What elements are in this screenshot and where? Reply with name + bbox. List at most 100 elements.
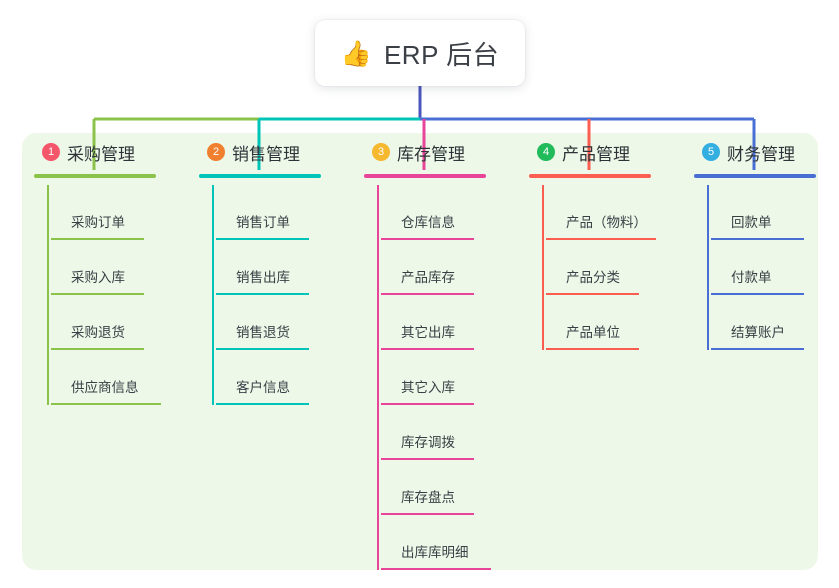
- branch-item-label: 供应商信息: [71, 380, 139, 395]
- branch-item-underline: [51, 293, 144, 295]
- branch-item-underline: [51, 348, 144, 350]
- branch-item-list: 销售订单销售出库销售退货客户信息: [195, 185, 360, 405]
- branch-item-underline: [51, 403, 161, 405]
- branch-item-underline: [381, 238, 474, 240]
- branch-title: 采购管理: [67, 144, 135, 164]
- branch-item-underline: [711, 348, 804, 350]
- branch-header-3[interactable]: 3 库存管理: [360, 133, 525, 178]
- branch-item-label: 回款单: [731, 215, 772, 230]
- branch-number-badge: 3: [372, 143, 390, 161]
- branch-item-underline: [546, 293, 639, 295]
- branch-item-underline: [51, 238, 144, 240]
- branch-item[interactable]: 产品（物料）: [546, 185, 690, 240]
- branch-title: 产品管理: [562, 144, 630, 164]
- branch-item-label: 销售出库: [236, 270, 290, 285]
- branch-header-underline: [529, 174, 651, 178]
- branch-number-badge: 2: [207, 143, 225, 161]
- branch-header-underline: [199, 174, 321, 178]
- branch-item[interactable]: 付款单: [711, 240, 839, 295]
- branch-item-label: 结算账户: [731, 325, 785, 340]
- branch-item[interactable]: 其它出库: [381, 295, 525, 350]
- branch-header-underline: [34, 174, 156, 178]
- branch-item-list: 采购订单采购入库采购退货供应商信息: [30, 185, 195, 405]
- branch-item[interactable]: 出库库明细: [381, 515, 525, 570]
- branch-item[interactable]: 供应商信息: [51, 350, 195, 405]
- branch-item-list: 回款单付款单结算账户: [690, 185, 839, 350]
- branch-item-label: 采购订单: [71, 215, 125, 230]
- branch-item[interactable]: 其它入库: [381, 350, 525, 405]
- branch-title: 财务管理: [727, 144, 795, 164]
- branch-item-underline: [216, 238, 309, 240]
- branch-item-list: 仓库信息产品库存其它出库其它入库库存调拨库存盘点出库库明细: [360, 185, 525, 570]
- branch-5: 5 财务管理回款单付款单结算账户: [690, 133, 839, 350]
- branch-item-label: 产品（物料）: [566, 215, 647, 230]
- branch-item-underline: [381, 513, 474, 515]
- branch-item-label: 采购退货: [71, 325, 125, 340]
- branch-item-list: 产品（物料） 产品分类产品单位: [525, 185, 690, 350]
- branch-item-label: 仓库信息: [401, 215, 455, 230]
- branch-item[interactable]: 采购订单: [51, 185, 195, 240]
- branch-item-label: 产品分类: [566, 270, 620, 285]
- branch-item-label: 客户信息: [236, 380, 290, 395]
- branch-item[interactable]: 产品单位: [546, 295, 690, 350]
- branch-item[interactable]: 销售退货: [216, 295, 360, 350]
- branch-1: 1 采购管理采购订单采购入库采购退货供应商信息: [30, 133, 195, 405]
- thumbs-up-icon: 👍: [340, 38, 372, 68]
- branch-item-label: 库存盘点: [401, 490, 455, 505]
- branch-number-badge: 5: [702, 143, 720, 161]
- branch-spine: [707, 185, 709, 350]
- branch-spine: [47, 185, 49, 405]
- branch-item[interactable]: 结算账户: [711, 295, 839, 350]
- branch-item-underline: [216, 403, 309, 405]
- branch-item-underline: [381, 568, 491, 570]
- branch-item-underline: [546, 238, 656, 240]
- branch-spine: [542, 185, 544, 350]
- branch-item-underline: [216, 293, 309, 295]
- branch-item[interactable]: 采购退货: [51, 295, 195, 350]
- branch-number-badge: 1: [42, 143, 60, 161]
- branch-item-underline: [381, 293, 474, 295]
- branch-item[interactable]: 产品分类: [546, 240, 690, 295]
- branch-item-label: 采购入库: [71, 270, 125, 285]
- branch-item-label: 产品库存: [401, 270, 455, 285]
- branch-3: 3 库存管理仓库信息产品库存其它出库其它入库库存调拨库存盘点出库库明细: [360, 133, 525, 570]
- branch-spine: [377, 185, 379, 570]
- branch-item[interactable]: 库存调拨: [381, 405, 525, 460]
- branch-item-underline: [711, 238, 804, 240]
- branch-item-label: 付款单: [731, 270, 772, 285]
- branch-header-1[interactable]: 1 采购管理: [30, 133, 195, 178]
- branch-item-label: 其它出库: [401, 325, 455, 340]
- branch-item[interactable]: 销售订单: [216, 185, 360, 240]
- branch-item[interactable]: 回款单: [711, 185, 839, 240]
- branch-item-underline: [216, 348, 309, 350]
- root-node-card[interactable]: 👍 ERP 后台: [315, 20, 525, 86]
- branch-title: 库存管理: [397, 144, 465, 164]
- branch-item[interactable]: 采购入库: [51, 240, 195, 295]
- branch-header-5[interactable]: 5 财务管理: [690, 133, 839, 178]
- branch-item[interactable]: 客户信息: [216, 350, 360, 405]
- branch-item-label: 销售退货: [236, 325, 290, 340]
- branch-item[interactable]: 销售出库: [216, 240, 360, 295]
- branches-panel: [22, 133, 818, 570]
- branch-item[interactable]: 仓库信息: [381, 185, 525, 240]
- branch-item-underline: [546, 348, 639, 350]
- branch-header-underline: [694, 174, 816, 178]
- branch-item-label: 销售订单: [236, 215, 290, 230]
- branch-item-label: 产品单位: [566, 325, 620, 340]
- branch-item-underline: [381, 348, 474, 350]
- branch-item[interactable]: 产品库存: [381, 240, 525, 295]
- branch-item-label: 出库库明细: [401, 545, 469, 560]
- root-node-title: ERP 后台: [383, 39, 500, 70]
- branch-item-label: 库存调拨: [401, 435, 455, 450]
- branch-header-underline: [364, 174, 486, 178]
- branch-item-label: 其它入库: [401, 380, 455, 395]
- branch-item-underline: [381, 458, 474, 460]
- branch-item[interactable]: 库存盘点: [381, 460, 525, 515]
- branch-item-underline: [711, 293, 804, 295]
